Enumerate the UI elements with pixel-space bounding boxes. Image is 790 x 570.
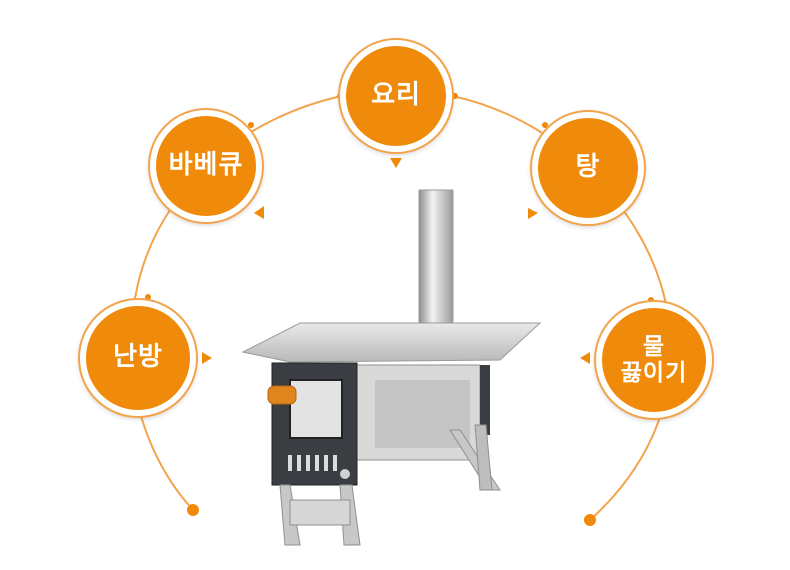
- badge-boiling-label: 물 끓이기: [620, 333, 688, 386]
- arc-end-dot-right: [584, 514, 596, 526]
- badge-bbq: 바베큐: [150, 110, 262, 222]
- pointer-cooking: [390, 158, 402, 168]
- stove-icon: [241, 189, 542, 546]
- badge-cooking-label: 요리: [371, 80, 421, 111]
- pointer-heating: [202, 352, 212, 364]
- badge-boiling: 물 끓이기: [596, 302, 712, 418]
- badge-cooking: 요리: [340, 40, 452, 152]
- pointer-soup: [528, 208, 538, 219]
- badge-heating: 난방: [80, 300, 196, 416]
- pointer-boiling: [580, 352, 590, 364]
- badge-soup-label: 탕: [575, 152, 601, 183]
- pointer-bbq: [254, 206, 264, 219]
- arc-end-dot-left: [187, 504, 199, 516]
- badge-bbq-label: 바베큐: [168, 150, 244, 181]
- badge-soup: 탕: [532, 112, 644, 224]
- badge-heating-label: 난방: [113, 342, 163, 373]
